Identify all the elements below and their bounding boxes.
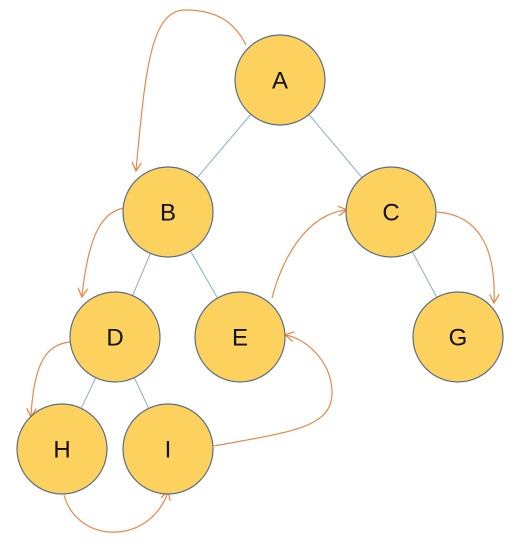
traversal-arrow-D-H bbox=[31, 341, 71, 416]
node-label-I: I bbox=[165, 437, 172, 464]
traversal-arrow-B-D bbox=[82, 207, 125, 296]
traversal-arrows-group bbox=[31, 9, 494, 533]
node-D: D bbox=[69, 291, 161, 383]
node-label-A: A bbox=[272, 68, 288, 95]
node-label-H: H bbox=[53, 437, 70, 464]
traversal-arrow-C-G bbox=[436, 211, 494, 302]
node-circle-H bbox=[16, 403, 108, 495]
node-C: C bbox=[345, 166, 437, 258]
node-label-E: E bbox=[232, 325, 248, 352]
node-circle-C bbox=[345, 166, 437, 258]
traversal-arrow-H-I bbox=[63, 492, 168, 533]
node-label-B: B bbox=[160, 200, 176, 227]
tree-edge-A-C bbox=[308, 114, 363, 178]
tree-edges-group bbox=[80, 113, 438, 409]
tree-edge-B-D bbox=[132, 253, 151, 296]
node-H: H bbox=[16, 403, 108, 495]
node-B: B bbox=[122, 166, 214, 258]
node-circle-D bbox=[69, 291, 161, 383]
node-G: G bbox=[412, 291, 504, 383]
node-A: A bbox=[234, 34, 326, 126]
traversal-arrow-I-E bbox=[213, 335, 333, 447]
tree-edge-A-B bbox=[196, 113, 252, 179]
node-label-D: D bbox=[106, 325, 123, 352]
node-circle-I bbox=[122, 403, 214, 495]
node-label-C: C bbox=[382, 200, 399, 227]
traversal-arrow-E-C bbox=[271, 210, 346, 299]
nodes-group: A B C D E G H I bbox=[16, 34, 504, 495]
tree-edge-B-E bbox=[190, 250, 218, 299]
node-circle-E bbox=[194, 291, 286, 383]
node-label-G: G bbox=[449, 325, 468, 352]
node-I: I bbox=[122, 403, 214, 495]
node-circle-B bbox=[122, 166, 214, 258]
node-E: E bbox=[194, 291, 286, 383]
tree-edge-D-H bbox=[80, 377, 97, 409]
node-circle-G bbox=[412, 291, 504, 383]
traversal-arrow-A-B bbox=[136, 9, 247, 170]
tree-edge-C-G bbox=[411, 251, 438, 298]
tree-edge-D-I bbox=[133, 377, 150, 409]
node-circle-A bbox=[234, 34, 326, 126]
